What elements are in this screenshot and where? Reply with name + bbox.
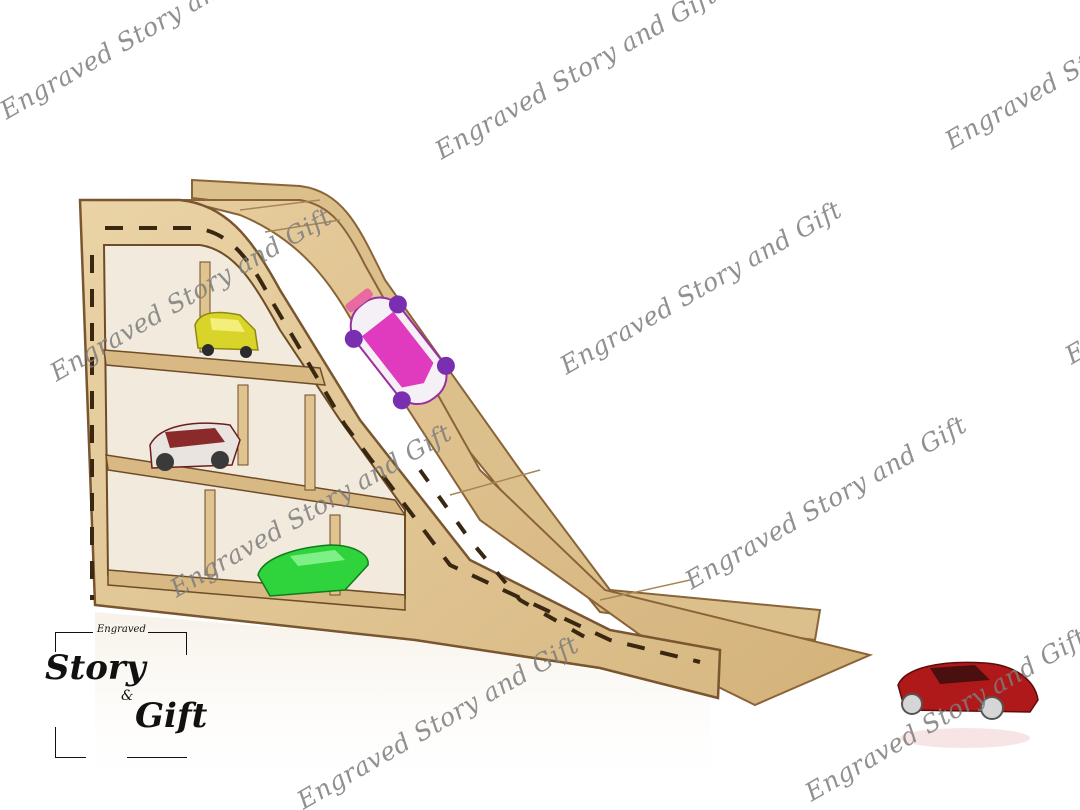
shelf-divider	[304, 394, 316, 491]
shelf-divider	[204, 489, 216, 576]
logo-text-ampersand: &	[121, 688, 134, 704]
logo-text-engraved: Engraved	[97, 624, 146, 635]
ramp-seam	[264, 219, 341, 233]
panel-slots	[90, 226, 701, 664]
brand-logo: Engraved Story & Gift	[45, 624, 207, 758]
shelf-divider	[237, 384, 249, 466]
logo-text-gift: Gift	[135, 696, 208, 736]
toy-car-pink	[344, 288, 455, 410]
toy-car-red-white	[149, 422, 241, 471]
logo-text-story: Story	[45, 648, 146, 688]
ramp-seam	[239, 199, 321, 211]
ramp-seam	[599, 579, 691, 601]
toy-car-red-sports	[897, 661, 1039, 748]
toy-car-green	[257, 544, 369, 597]
floor-reflection	[95, 612, 710, 800]
toy-car-yellow	[194, 311, 259, 358]
shelf-middle	[105, 454, 407, 516]
shelf-opening	[102, 244, 406, 600]
shelf-top	[103, 349, 327, 386]
ramp-seam	[449, 469, 541, 496]
